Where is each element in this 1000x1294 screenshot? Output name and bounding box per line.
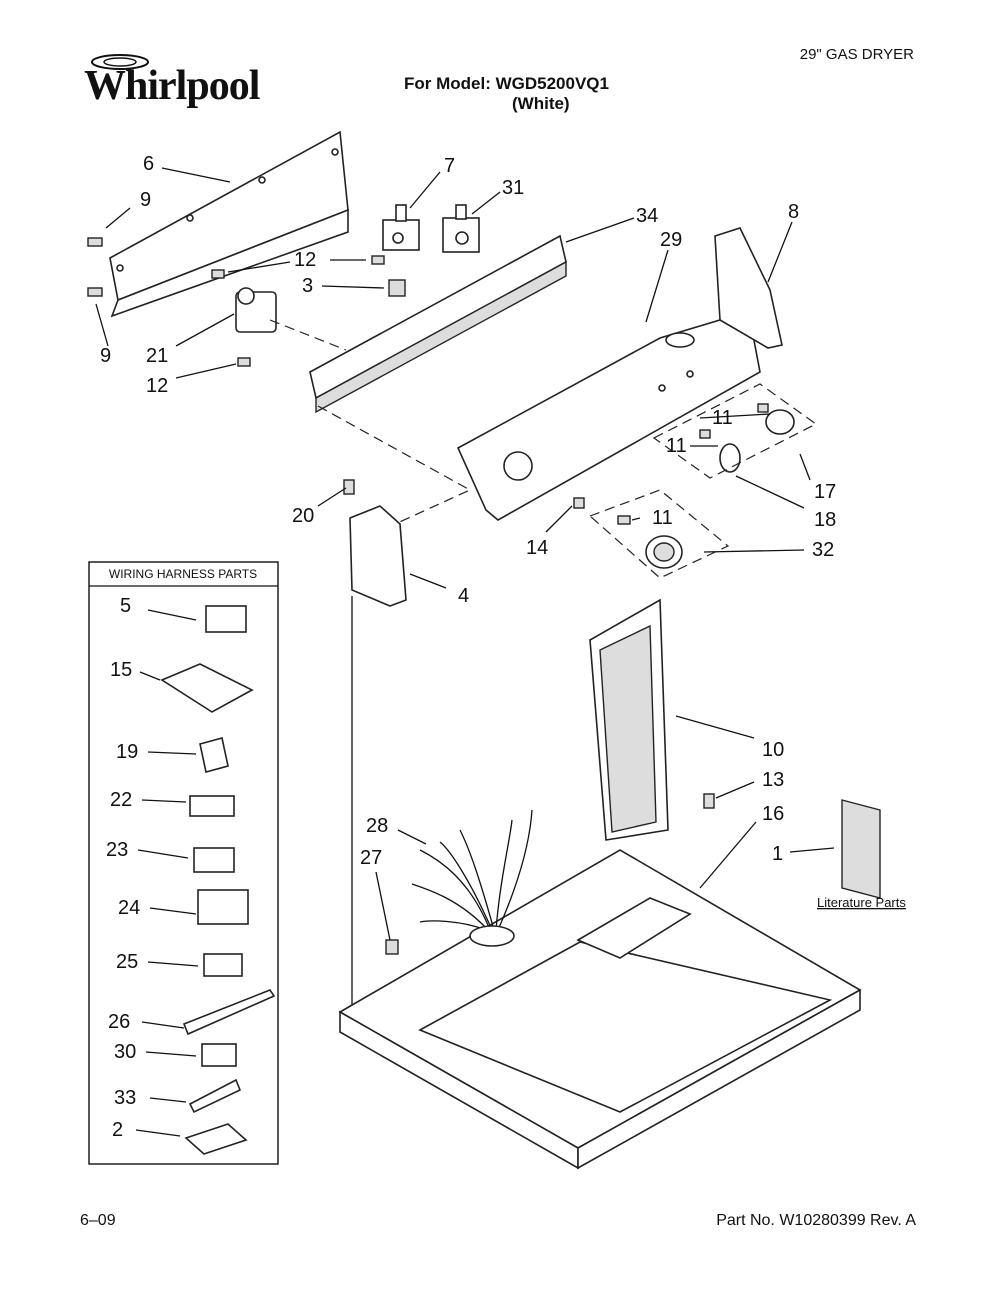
mounting-bracket-lip xyxy=(315,260,567,414)
document-type: 29" GAS DRYER xyxy=(799,46,914,63)
part-27 xyxy=(385,939,399,955)
callout-29: 29 xyxy=(660,229,682,251)
callout-11-b: 11 xyxy=(666,435,687,457)
knob-group-dashed xyxy=(652,383,818,479)
wires-28 xyxy=(411,809,533,947)
callout-7: 7 xyxy=(444,155,455,177)
harness-label-22: 22 xyxy=(110,789,132,811)
callout-34: 34 xyxy=(636,205,658,227)
screw-12-c xyxy=(237,357,251,367)
switch-31 xyxy=(442,204,480,253)
callout-1: 1 xyxy=(772,843,783,865)
callout-10: 10 xyxy=(762,739,784,761)
harness-part-33 xyxy=(188,1078,242,1114)
part-number: Part No. W10280399 Rev. A xyxy=(716,1212,916,1229)
callout-12-top: 12 xyxy=(294,249,316,271)
harness-part-19 xyxy=(199,737,229,773)
harness-label-25: 25 xyxy=(116,951,138,973)
harness-label-5: 5 xyxy=(120,595,131,617)
part-14 xyxy=(573,497,585,509)
callout-14: 14 xyxy=(526,537,548,559)
harness-part-26 xyxy=(182,989,276,1036)
callout-6: 6 xyxy=(143,153,154,175)
callout-27: 27 xyxy=(360,847,382,869)
callout-28: 28 xyxy=(366,815,388,837)
wiring-harness-box xyxy=(88,561,279,1165)
screw-20 xyxy=(343,479,355,495)
part-3 xyxy=(388,279,406,297)
console-knob-opening xyxy=(503,451,533,481)
callout-21: 21 xyxy=(146,345,168,367)
model-color: (White) xyxy=(512,94,570,113)
model-number: For Model: WGD5200VQ1 xyxy=(404,74,609,93)
harness-part-25 xyxy=(203,953,243,977)
rear-panel-flange xyxy=(110,208,349,318)
harness-label-30: 30 xyxy=(114,1041,136,1063)
callout-17: 17 xyxy=(814,481,836,503)
switch-7 xyxy=(382,204,420,251)
callout-31: 31 xyxy=(502,177,524,199)
callout-3: 3 xyxy=(302,275,313,297)
screw-12-b xyxy=(371,255,385,265)
callout-13: 13 xyxy=(762,769,784,791)
whirlpool-logo: Whirlpool xyxy=(80,48,260,128)
harness-label-24: 24 xyxy=(118,897,140,919)
callout-9-top: 9 xyxy=(140,189,151,211)
screw-12-a xyxy=(211,269,225,279)
timer-21 xyxy=(235,287,277,333)
literature-part-1 xyxy=(841,799,881,899)
callout-4: 4 xyxy=(458,585,469,607)
callout-12-bottom: 12 xyxy=(146,375,168,397)
harness-part-22 xyxy=(189,795,235,817)
harness-label-26: 26 xyxy=(108,1011,130,1033)
endcap-4 xyxy=(349,505,407,607)
harness-label-23: 23 xyxy=(106,839,128,861)
top-cover-16 xyxy=(338,849,862,1170)
callout-11-c: 11 xyxy=(652,507,673,529)
knob-32 xyxy=(617,515,683,569)
harness-label-33: 33 xyxy=(114,1087,136,1109)
callout-9-bottom: 9 xyxy=(100,345,111,367)
harness-label-19: 19 xyxy=(116,741,138,763)
callout-16: 16 xyxy=(762,803,784,825)
harness-part-2 xyxy=(184,1123,248,1155)
harness-part-15 xyxy=(160,663,254,713)
callout-18: 18 xyxy=(814,509,836,531)
harness-label-2: 2 xyxy=(112,1119,123,1141)
harness-part-30 xyxy=(201,1043,237,1067)
callout-20: 20 xyxy=(292,505,314,527)
harness-part-23 xyxy=(193,847,235,873)
harness-part-5 xyxy=(205,605,247,633)
screw-9-bottom xyxy=(87,287,103,297)
knob-32-group-dashed xyxy=(588,489,730,579)
brand-name: Whirlpool xyxy=(84,63,260,109)
logo-swirl-icon xyxy=(91,54,149,70)
revision-date: 6–09 xyxy=(80,1212,116,1229)
harness-10 xyxy=(589,598,669,841)
knob-17 xyxy=(757,403,795,435)
callout-32: 32 xyxy=(812,539,834,561)
screw-9-top xyxy=(87,237,103,247)
callout-11-a: 11 xyxy=(712,407,733,429)
wiring-harness-title: WIRING HARNESS PARTS xyxy=(109,567,257,581)
harness-label-15: 15 xyxy=(110,659,132,681)
literature-parts-label: Literature Parts xyxy=(817,895,906,910)
harness-part-24 xyxy=(197,889,249,925)
end-cap-8 xyxy=(714,227,783,349)
callout-8: 8 xyxy=(788,201,799,223)
screw-13 xyxy=(703,793,715,809)
